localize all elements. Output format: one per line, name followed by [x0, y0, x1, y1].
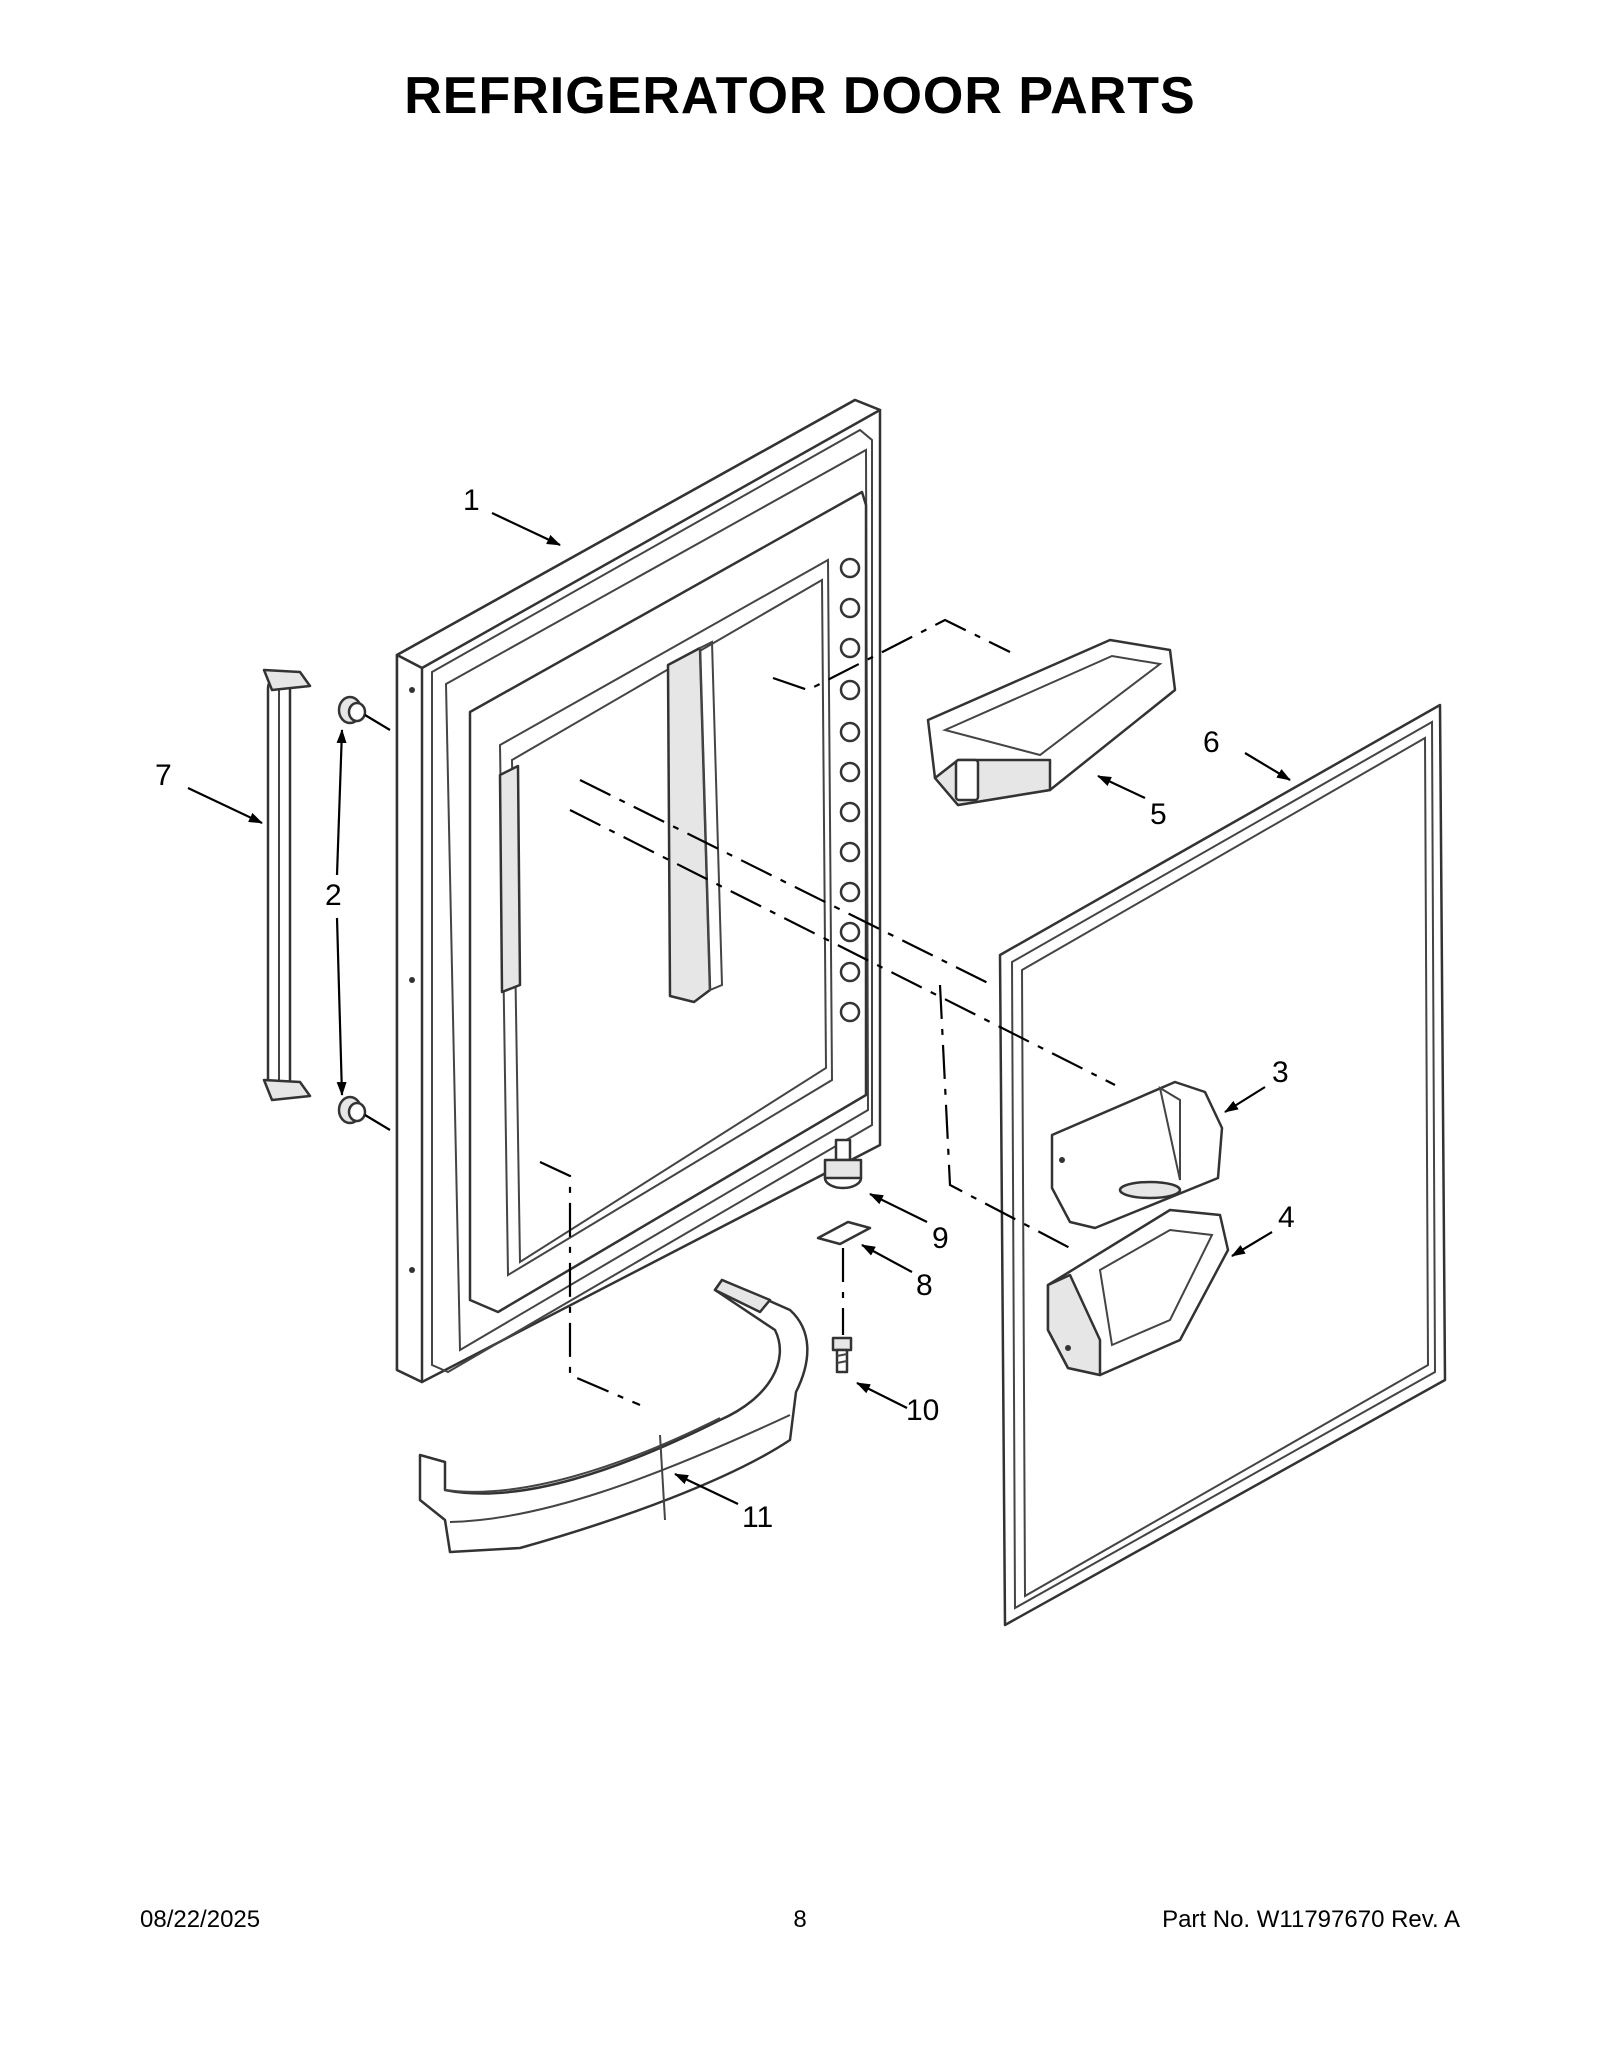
page-title: REFRIGERATOR DOOR PARTS — [404, 67, 1196, 125]
callout-3: 3 — [1272, 1056, 1289, 1089]
footer-part-number: Part No. W11797670 Rev. A — [1162, 1906, 1460, 1933]
callout-8: 8 — [916, 1269, 933, 1302]
upper-door-bin-part — [926, 638, 1177, 807]
hinge-screw-part — [831, 1336, 853, 1374]
hinge-cam-part — [823, 1138, 863, 1190]
alignment-lines — [539, 618, 1116, 1407]
callout-9: 9 — [932, 1222, 949, 1255]
callout-2: 2 — [325, 879, 342, 912]
callout-6: 6 — [1203, 726, 1220, 759]
callout-1: 1 — [463, 484, 480, 517]
dairy-compartment-part — [1050, 1080, 1224, 1230]
handle-stud-bottom — [337, 1095, 391, 1131]
bottom-door-bin-part — [418, 1278, 809, 1554]
door-liner-part — [998, 703, 1447, 1627]
door-frame-part — [395, 398, 882, 1384]
footer-date: 08/22/2025 — [140, 1906, 261, 1933]
footer-page-number: 8 — [793, 1906, 807, 1933]
door-handle-part — [262, 668, 312, 1102]
callout-10: 10 — [906, 1394, 939, 1427]
callout-4: 4 — [1278, 1201, 1295, 1234]
callout-5: 5 — [1150, 798, 1167, 831]
leader-lines — [187, 512, 1291, 1505]
callout-11: 11 — [742, 1501, 773, 1534]
handle-stud-top — [337, 695, 391, 731]
lower-door-bin-part — [1046, 1208, 1230, 1377]
callout-7: 7 — [155, 759, 172, 792]
shelf-holder-bumps — [839, 557, 861, 1023]
hinge-shim-part — [816, 1220, 872, 1246]
